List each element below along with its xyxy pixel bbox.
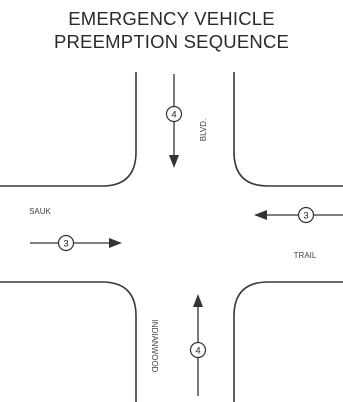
road-edge-top-left bbox=[0, 72, 137, 187]
road-edge-bottom-left bbox=[0, 281, 137, 402]
south-approach-phase-badge: 4 bbox=[189, 341, 207, 359]
south-approach-phase-number: 4 bbox=[195, 346, 200, 357]
east-approach-phase-badge: 3 bbox=[297, 206, 315, 224]
east-approach-phase-number: 3 bbox=[303, 211, 308, 222]
street-label-indianwood: INDIANWOOD bbox=[150, 320, 159, 373]
north-approach-arrowhead bbox=[169, 155, 179, 168]
west-approach-arrowhead bbox=[109, 238, 122, 248]
west-approach-phase-number: 3 bbox=[63, 239, 68, 250]
street-label-trail: TRAIL bbox=[294, 251, 317, 260]
title-line-2: PREEMPTION SEQUENCE bbox=[53, 31, 290, 52]
road-edge-bottom-right bbox=[233, 281, 343, 402]
west-approach-phase-badge: 3 bbox=[57, 234, 75, 252]
north-approach-phase-number: 4 bbox=[171, 110, 176, 121]
street-label-sauk: SAUK bbox=[29, 207, 51, 216]
street-label-blvd: BLVD. bbox=[199, 119, 208, 142]
title-line-1: EMERGENCY VEHICLE bbox=[68, 8, 275, 29]
east-approach-arrowhead bbox=[254, 210, 267, 220]
road-edge-top-right bbox=[233, 72, 343, 187]
south-approach-arrowhead bbox=[193, 294, 203, 307]
north-approach-phase-badge: 4 bbox=[165, 105, 183, 123]
